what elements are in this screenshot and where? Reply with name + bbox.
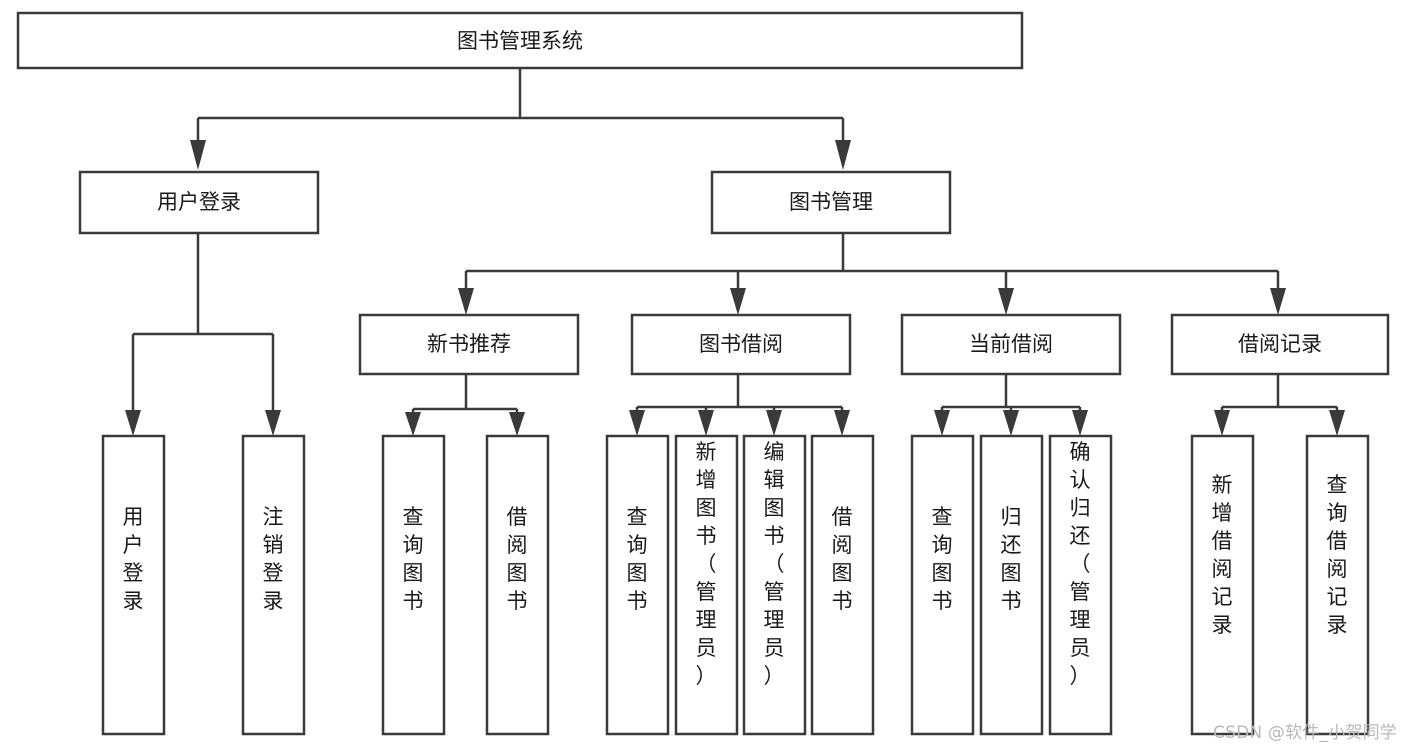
node-new-book-recommend-box[interactable] bbox=[358, 313, 580, 376]
arrow-head-icon bbox=[998, 288, 1014, 315]
node-root-box[interactable] bbox=[16, 11, 1024, 70]
arrow-head-icon bbox=[834, 410, 850, 436]
node-leaf-add-book-box[interactable] bbox=[674, 434, 739, 736]
connector-layer bbox=[125, 68, 1345, 436]
node-leaf-add-record-box[interactable] bbox=[1190, 434, 1255, 736]
node-book-manage-box[interactable] bbox=[710, 170, 952, 235]
node-leaf-query-book-1-box[interactable] bbox=[381, 434, 446, 736]
arrow-head-icon bbox=[1072, 410, 1088, 436]
node-leaf-logout-login-label: 注销登录 bbox=[263, 505, 284, 613]
node-book-borrow-label: 图书借阅 bbox=[699, 332, 783, 356]
node-leaf-user-login[interactable]: 用户登录 bbox=[101, 434, 166, 736]
node-leaf-borrow-book-2-label: 借阅图书 bbox=[832, 505, 853, 613]
node-leaf-query-book-2[interactable]: 查询图书 bbox=[605, 434, 670, 736]
node-root[interactable]: 图书管理系统 bbox=[16, 11, 1024, 70]
node-leaf-query-book-1[interactable]: 查询图书 bbox=[381, 434, 446, 736]
node-leaf-add-book[interactable]: 新增图书（管理员） bbox=[674, 434, 739, 736]
node-leaf-query-book-2-box[interactable] bbox=[605, 434, 670, 736]
arrow-head-icon bbox=[766, 410, 782, 436]
node-leaf-return-book[interactable]: 归还图书 bbox=[979, 434, 1044, 736]
node-leaf-confirm-return-label: 确认归还（管理员） bbox=[1070, 440, 1091, 688]
node-book-borrow-box[interactable] bbox=[630, 313, 852, 376]
arrow-head-icon bbox=[405, 412, 421, 436]
node-leaf-add-record[interactable]: 新增借阅记录 bbox=[1190, 434, 1255, 736]
arrow-head-icon bbox=[265, 410, 281, 436]
node-leaf-query-record-box[interactable] bbox=[1305, 434, 1370, 736]
node-leaf-add-record-label: 新增借阅记录 bbox=[1212, 473, 1233, 637]
node-leaf-logout-login-box[interactable] bbox=[241, 434, 306, 736]
arrow-head-icon bbox=[458, 288, 474, 315]
node-current-borrow[interactable]: 当前借阅 bbox=[900, 313, 1122, 376]
node-leaf-borrow-book-1[interactable]: 借阅图书 bbox=[485, 434, 550, 736]
arrow-head-icon bbox=[1270, 288, 1286, 315]
arrow-head-icon bbox=[934, 410, 950, 436]
node-leaf-query-record[interactable]: 查询借阅记录 bbox=[1305, 434, 1370, 736]
node-leaf-add-book-label: 新增图书（管理员） bbox=[696, 440, 717, 688]
node-current-borrow-box[interactable] bbox=[900, 313, 1122, 376]
arrow-head-icon bbox=[629, 410, 645, 436]
node-user-login-box[interactable] bbox=[78, 170, 320, 235]
node-leaf-return-book-label: 归还图书 bbox=[1001, 505, 1022, 613]
node-leaf-query-book-2-label: 查询图书 bbox=[627, 505, 648, 613]
node-current-borrow-label: 当前借阅 bbox=[969, 332, 1053, 356]
node-leaf-query-book-3-label: 查询图书 bbox=[932, 505, 953, 613]
node-leaf-query-record-label: 查询借阅记录 bbox=[1327, 473, 1348, 637]
arrow-head-icon bbox=[1214, 410, 1230, 436]
node-book-borrow[interactable]: 图书借阅 bbox=[630, 313, 852, 376]
node-borrow-record[interactable]: 借阅记录 bbox=[1170, 313, 1390, 376]
node-leaf-query-book-3-box[interactable] bbox=[910, 434, 975, 736]
arrow-head-icon bbox=[730, 288, 746, 315]
node-book-manage-label: 图书管理 bbox=[789, 190, 873, 214]
node-leaf-edit-book[interactable]: 编辑图书（管理员） bbox=[742, 434, 807, 736]
node-leaf-confirm-return[interactable]: 确认归还（管理员） bbox=[1048, 434, 1113, 736]
node-leaf-user-login-box[interactable] bbox=[101, 434, 166, 736]
node-leaf-borrow-book-2[interactable]: 借阅图书 bbox=[810, 434, 875, 736]
arrow-head-icon bbox=[1329, 410, 1345, 436]
node-leaf-user-login-label: 用户登录 bbox=[123, 505, 144, 613]
node-leaf-edit-book-box[interactable] bbox=[742, 434, 807, 736]
node-leaf-borrow-book-1-box[interactable] bbox=[485, 434, 550, 736]
watermark-text: CSDN @软件_小贺同学 bbox=[1213, 723, 1397, 743]
node-new-book-recommend[interactable]: 新书推荐 bbox=[358, 313, 580, 376]
node-leaf-return-book-box[interactable] bbox=[979, 434, 1044, 736]
node-user-login-label: 用户登录 bbox=[157, 190, 241, 214]
arrow-head-icon bbox=[1003, 410, 1019, 436]
node-user-login[interactable]: 用户登录 bbox=[78, 170, 320, 235]
node-leaf-logout-login[interactable]: 注销登录 bbox=[241, 434, 306, 736]
node-new-book-recommend-label: 新书推荐 bbox=[427, 332, 511, 356]
node-leaf-query-book-1-label: 查询图书 bbox=[403, 505, 424, 613]
node-leaf-borrow-book-1-label: 借阅图书 bbox=[507, 505, 528, 613]
node-borrow-record-box[interactable] bbox=[1170, 313, 1390, 376]
node-leaf-confirm-return-box[interactable] bbox=[1048, 434, 1113, 736]
arrow-head-icon bbox=[190, 140, 206, 170]
node-book-manage[interactable]: 图书管理 bbox=[710, 170, 952, 235]
node-leaf-borrow-book-2-box[interactable] bbox=[810, 434, 875, 736]
arrow-head-icon bbox=[125, 410, 141, 436]
arrow-head-icon bbox=[509, 412, 525, 436]
node-leaf-edit-book-label: 编辑图书（管理员） bbox=[764, 440, 785, 688]
arrow-head-icon bbox=[835, 140, 851, 170]
node-leaf-query-book-3[interactable]: 查询图书 bbox=[910, 434, 975, 736]
node-root-label: 图书管理系统 bbox=[457, 29, 583, 53]
arrow-head-icon bbox=[698, 410, 714, 436]
node-borrow-record-label: 借阅记录 bbox=[1238, 332, 1322, 356]
